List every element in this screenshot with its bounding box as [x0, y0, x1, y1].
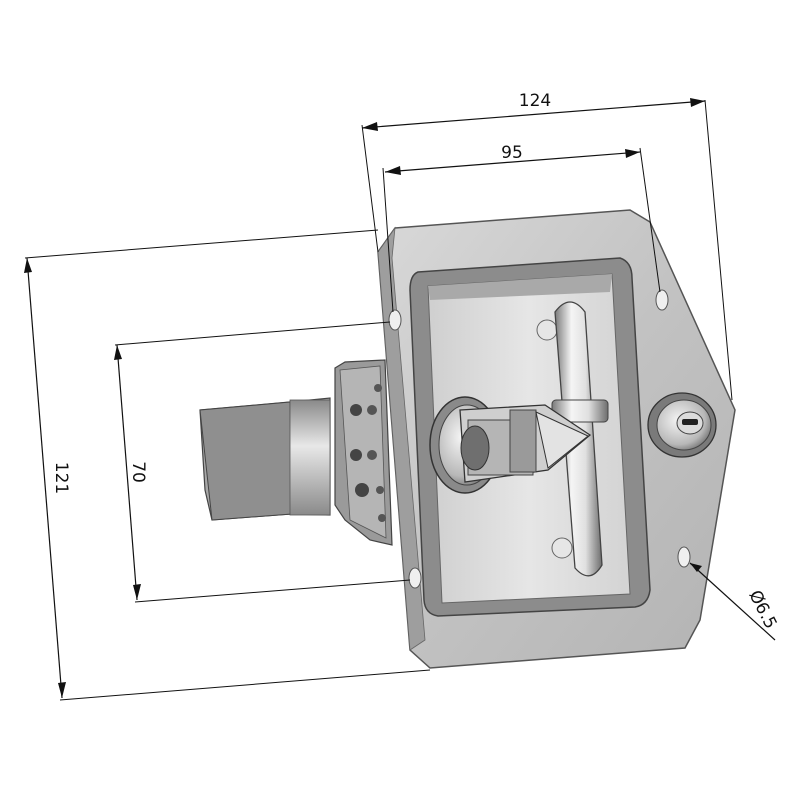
mounting-hole-top-left — [388, 309, 402, 331]
dimension-label-95: 95 — [501, 143, 523, 163]
dimension-hole-spacing-vertical: 70 — [114, 321, 411, 603]
dimension-label-124: 124 — [519, 91, 551, 111]
mounting-holes — [388, 289, 691, 589]
mounting-hole-bottom-left — [408, 567, 422, 589]
keyhole-icon — [682, 419, 698, 425]
dimension-label-70: 70 — [128, 461, 148, 483]
dimension-label-121: 121 — [51, 462, 71, 494]
mounting-hole-bottom-right — [677, 546, 691, 568]
dimension-overall-height: 121 — [24, 229, 431, 701]
dimension-overall-width: 124 — [361, 91, 733, 401]
dimension-hole-spacing-horizontal: 95 — [382, 143, 661, 313]
cam-assembly — [429, 396, 592, 494]
dimension-label-diameter: Ø6.5 — [744, 587, 780, 632]
latch-body — [199, 359, 393, 546]
key-lock — [647, 392, 717, 458]
mounting-hole-top-right — [655, 289, 669, 311]
